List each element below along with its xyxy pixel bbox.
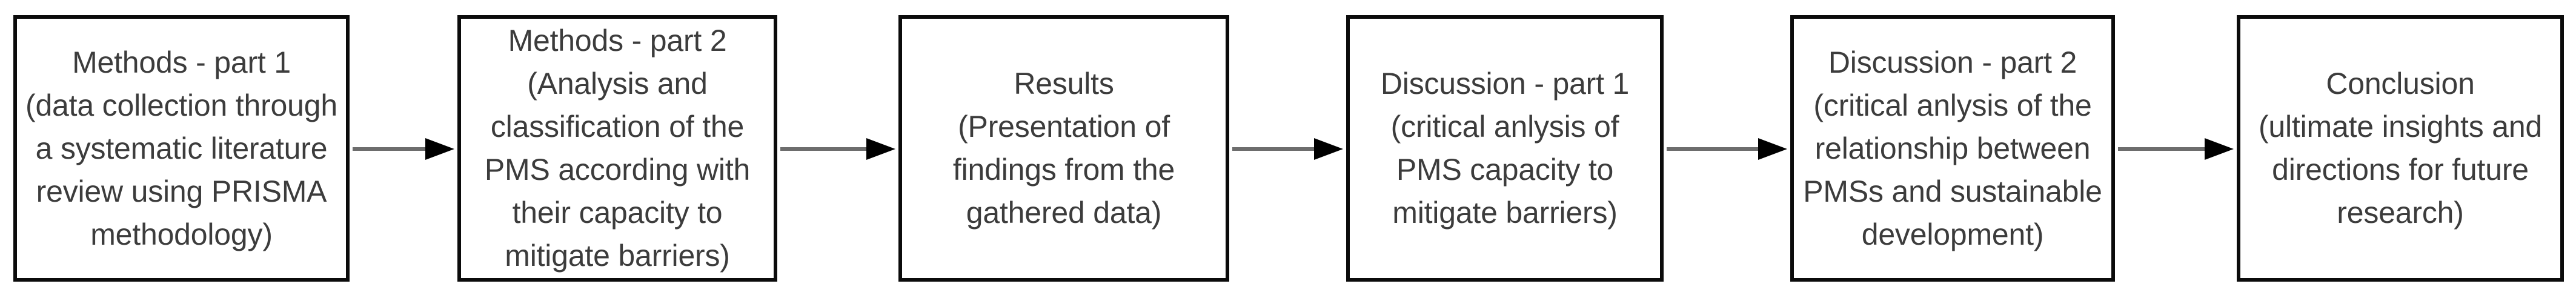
flow-step-results[interactable]: Results (Presentation of findings from t… bbox=[898, 15, 1229, 282]
flow-step-label: Discussion - part 2 (critical anlysis of… bbox=[1803, 45, 2102, 251]
arrow-head-icon bbox=[2205, 138, 2234, 160]
flow-step-label: Results (Presentation of findings from t… bbox=[952, 67, 1175, 230]
arrow-head-icon bbox=[425, 138, 454, 160]
flow-arrow-4 bbox=[1667, 138, 1787, 160]
flow-step-label: Methods - part 1 (data collection throug… bbox=[25, 45, 337, 251]
flow-step-label: Methods - part 2 (Analysis and classific… bbox=[484, 24, 751, 273]
flow-arrow-3 bbox=[1232, 138, 1343, 160]
flow-step-discussion-part-1[interactable]: Discussion - part 1 (critical anlysis of… bbox=[1346, 15, 1664, 282]
flow-step-methods-part-1[interactable]: Methods - part 1 (data collection throug… bbox=[13, 15, 350, 282]
flow-step-label: Discussion - part 1 (critical anlysis of… bbox=[1380, 67, 1630, 230]
arrow-head-icon bbox=[1314, 138, 1343, 160]
flow-step-discussion-part-2[interactable]: Discussion - part 2 (critical anlysis of… bbox=[1790, 15, 2115, 282]
arrow-line bbox=[780, 147, 868, 151]
flow-step-label: Conclusion (ultimate insights and direct… bbox=[2258, 67, 2543, 230]
arrow-line bbox=[2118, 147, 2206, 151]
arrow-line bbox=[1232, 147, 1315, 151]
flow-step-conclusion[interactable]: Conclusion (ultimate insights and direct… bbox=[2237, 15, 2564, 282]
flow-step-methods-part-2[interactable]: Methods - part 2 (Analysis and classific… bbox=[457, 15, 777, 282]
arrow-head-icon bbox=[866, 138, 895, 160]
arrow-head-icon bbox=[1758, 138, 1787, 160]
arrow-line bbox=[353, 147, 427, 151]
flow-arrow-5 bbox=[2118, 138, 2234, 160]
arrow-line bbox=[1667, 147, 1759, 151]
flow-arrow-1 bbox=[353, 138, 454, 160]
flow-arrow-2 bbox=[780, 138, 895, 160]
